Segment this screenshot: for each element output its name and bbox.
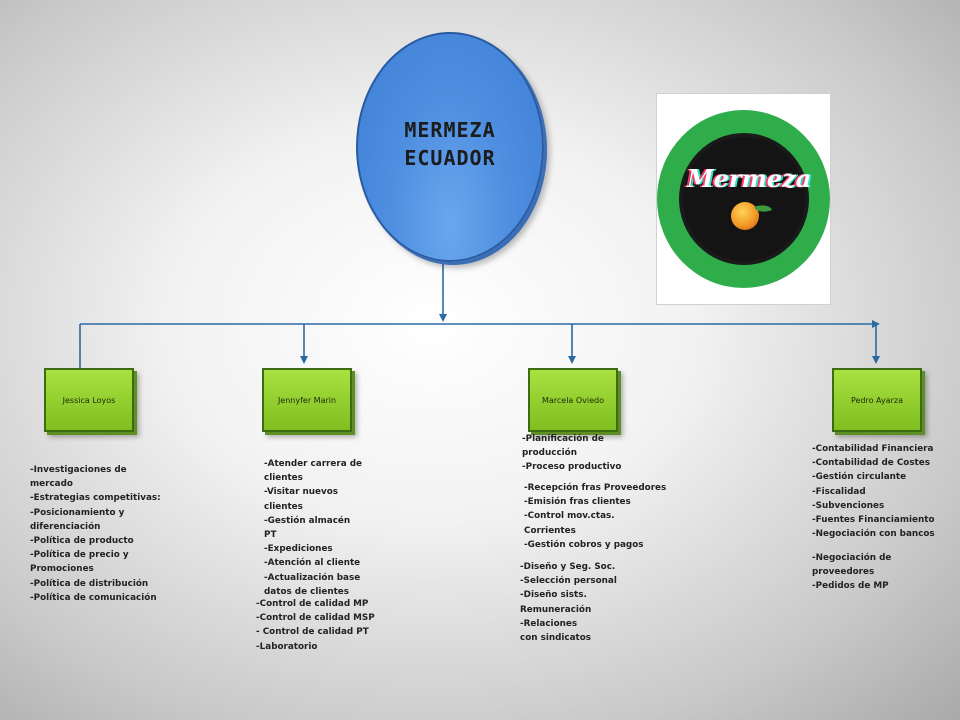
tasks-pedro-supply: -Negociación de proveedores -Pedidos de … bbox=[812, 553, 892, 592]
logo-badge bbox=[683, 137, 805, 261]
tasks-marcela-finance: -Recepción fras Proveedores -Emisión fra… bbox=[524, 483, 667, 550]
node-label: Marcela Oviedo bbox=[541, 395, 605, 405]
node-label: Jessica Loyos bbox=[62, 395, 116, 405]
tasks-jessica: -Investigaciones de mercado -Estrategias… bbox=[30, 465, 161, 603]
tasks-pedro: -Contabilidad Financiera -Contabilidad d… bbox=[812, 444, 935, 540]
tasks-marcela-production: -Planificación de producción -Proceso pr… bbox=[522, 434, 622, 473]
diagram-canvas: MERMEZA ECUADOR Mermeza Jessica Loyos Je… bbox=[6, 0, 954, 720]
connector-lines bbox=[79, 260, 880, 368]
tasks-jennyfer: -Atender carrera de clientes -Visitar nu… bbox=[264, 459, 362, 597]
logo-wordmark: Mermeza bbox=[687, 164, 812, 193]
node-label: Jennyfer Marin bbox=[277, 395, 337, 405]
node-pedro-ayarza: Pedro Ayarza bbox=[832, 368, 922, 432]
node-label: Pedro Ayarza bbox=[850, 395, 904, 405]
node-jennyfer-marin: Jennyfer Marin bbox=[262, 368, 352, 432]
tasks-jennyfer-quality: -Control de calidad MP -Control de calid… bbox=[256, 599, 375, 652]
logo-box: Mermeza bbox=[656, 93, 831, 305]
root-node-mermeza: MERMEZA ECUADOR bbox=[356, 32, 544, 262]
root-title: MERMEZA ECUADOR bbox=[404, 118, 496, 170]
tasks-marcela-hr: -Diseño y Seg. Soc. -Selección personal … bbox=[520, 562, 617, 644]
node-marcela-oviedo: Marcela Oviedo bbox=[528, 368, 618, 432]
node-jessica-loyos: Jessica Loyos bbox=[44, 368, 134, 432]
